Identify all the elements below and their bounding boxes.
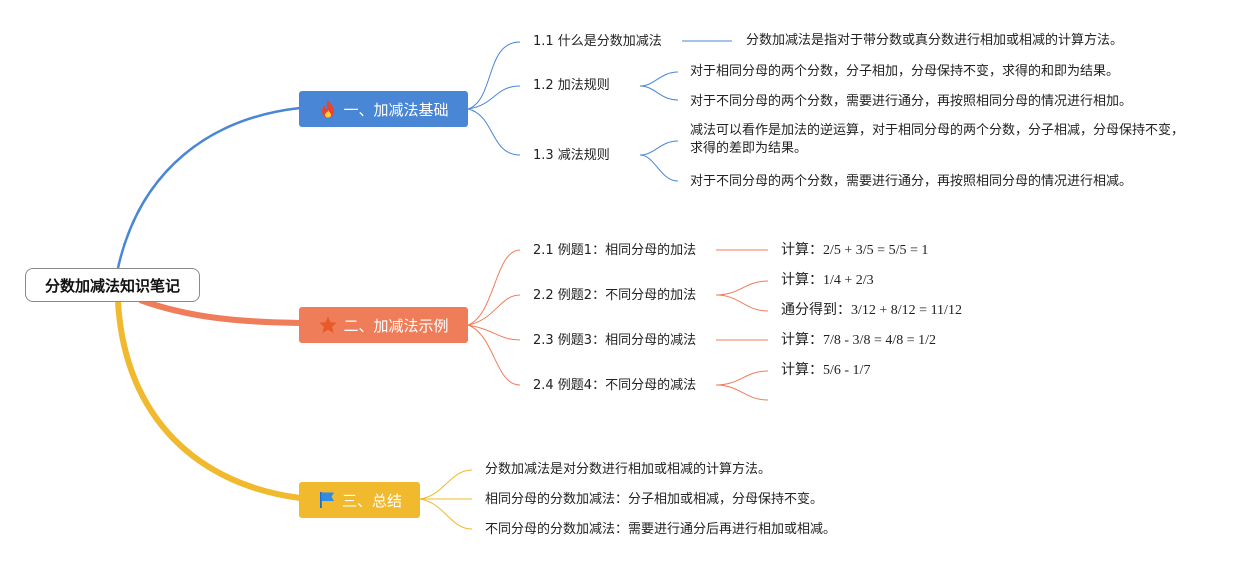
summary-point-2[interactable]: 相同分母的分数加减法：分子相加或相减，分母保持不变。 [485, 492, 824, 507]
root-title: 分数加减法知识笔记 [44, 276, 180, 295]
star-icon [318, 315, 338, 335]
connector-t13-d1 [639, 140, 679, 156]
branch-label: 二、加减法示例 [343, 316, 449, 335]
connector-b1-t3 [467, 108, 521, 156]
connector-t22-d2 [715, 294, 769, 312]
topic-1-3[interactable]: 1.3 减法规则 [533, 148, 610, 163]
root-node[interactable]: 分数加减法知识笔记 [25, 268, 200, 302]
topic-1-3-detail-2: 对于不同分母的两个分数，需要进行通分，再按照相同分母的情况进行相减。 [690, 174, 1133, 189]
connector-root-b2 [138, 297, 301, 326]
connector-b3-p1 [419, 469, 473, 500]
connector-b2-t1 [467, 249, 521, 326]
topic-1-1[interactable]: 1.1 什么是分数加减法 [533, 34, 662, 49]
connector-b1-t1 [467, 41, 521, 110]
topic-2-4-detail-1: 计算：5/6 - 1/7 [781, 363, 871, 378]
branch-basics[interactable]: 一、加减法基础 [299, 91, 468, 127]
connector-t24-d1 [715, 370, 769, 386]
connector-b2-t3 [467, 324, 521, 341]
branch-label: 三、总结 [341, 491, 402, 510]
connector-b2-t4 [467, 324, 521, 386]
topic-2-2-detail-1: 计算：1/4 + 2/3 [781, 273, 874, 288]
connector-b3-p3 [419, 498, 473, 530]
topic-1-2[interactable]: 1.2 加法规则 [533, 78, 610, 93]
summary-point-3[interactable]: 不同分母的分数加减法：需要进行通分后再进行相加或相减。 [485, 522, 837, 537]
topic-1-3-detail-1: 减法可以看作是加法的逆运算，对于相同分母的两个分数，分子相减，分母保持不变，求得… [690, 123, 1185, 156]
connector-t13-d2 [639, 154, 679, 182]
topic-1-2-detail-2: 对于不同分母的两个分数，需要进行通分，再按照相同分母的情况进行相加。 [690, 94, 1133, 109]
connector-t22-d1 [715, 280, 769, 296]
connector-t12-d1 [639, 71, 679, 87]
topic-2-1-detail-1: 计算：2/5 + 3/5 = 5/5 = 1 [781, 243, 929, 258]
topic-2-2-detail-2: 通分得到：3/12 + 8/12 = 11/12 [781, 303, 962, 318]
topic-2-4[interactable]: 2.4 例题4：不同分母的减法 [533, 378, 697, 393]
connector-t24-d2 [715, 384, 769, 401]
flag-icon [317, 490, 337, 510]
topic-1-2-detail-1: 对于相同分母的两个分数，分子相加，分母保持不变，求得的和即为结果。 [690, 64, 1120, 79]
topic-2-2[interactable]: 2.2 例题2：不同分母的加法 [533, 288, 697, 303]
branch-examples[interactable]: 二、加减法示例 [299, 307, 468, 343]
topic-2-3[interactable]: 2.3 例题3：相同分母的减法 [533, 333, 697, 348]
topic-2-1[interactable]: 2.1 例题1：相同分母的加法 [533, 243, 697, 258]
summary-point-1[interactable]: 分数加减法是对分数进行相加或相减的计算方法。 [485, 462, 772, 477]
connector-b1-t2 [467, 85, 521, 110]
topic-2-3-detail-1: 计算：7/8 - 3/8 = 4/8 = 1/2 [781, 333, 937, 348]
connector-t12-d2 [639, 85, 679, 101]
connector-root-b3 [115, 301, 301, 501]
branch-label: 一、加减法基础 [343, 100, 449, 119]
branch-summary[interactable]: 三、总结 [299, 482, 420, 518]
connector-root-b1 [116, 106, 301, 269]
topic-1-1-detail-1: 分数加减法是指对于带分数或真分数进行相加或相减的计算方法。 [746, 33, 1124, 48]
fire-icon [318, 99, 338, 119]
connector-b2-t2 [467, 294, 521, 326]
